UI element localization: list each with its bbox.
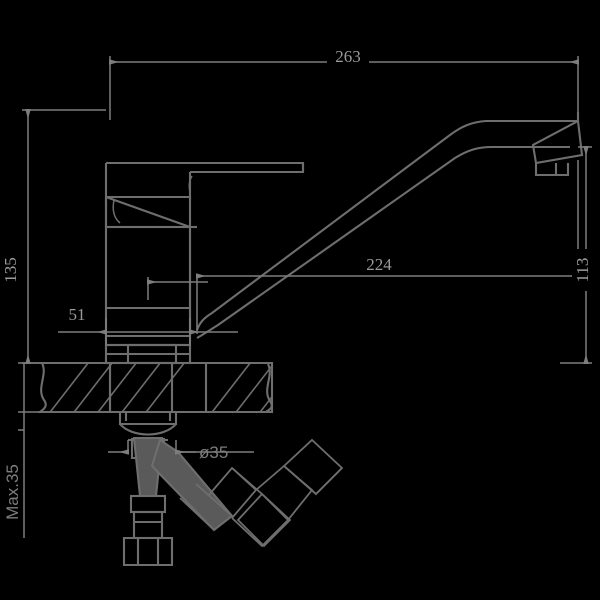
lever-handle (106, 161, 305, 227)
supply-hose-right (150, 438, 344, 548)
mounting-stud (122, 343, 178, 567)
overall-height-text: 135 (1, 257, 20, 283)
body-center-reference (147, 277, 208, 300)
overall-height-dimension (22, 109, 106, 364)
mounting-hole-label: ø35 (199, 443, 228, 462)
base-escutcheon (104, 343, 192, 436)
body-width-dimension (58, 318, 238, 345)
max-thickness-label: Max.35 (3, 464, 22, 520)
aerator-outlet (531, 112, 584, 177)
max-counter-thickness-dimension (18, 362, 38, 538)
overall-length-label: 263 (327, 46, 369, 66)
mounting-hole-diameter-dimension (108, 440, 254, 455)
spout-height-label: 113 (572, 249, 592, 291)
spout-height-text: 113 (573, 258, 592, 283)
body-width-label: 51 (62, 304, 92, 324)
countertop-section (38, 361, 274, 414)
overall-height-label: 135 (0, 249, 20, 291)
overall-length-text: 263 (335, 47, 361, 66)
body-width-text: 51 (69, 305, 86, 324)
mounting-hole-text: ø35 (199, 443, 228, 462)
spout-reach-text: 224 (366, 255, 392, 274)
max-thickness-text: Max.35 (3, 464, 22, 520)
spout-reach-dimension (196, 160, 579, 334)
handle-cap (104, 161, 191, 228)
swivel-spout (196, 119, 578, 339)
spout-reach-label: 224 (358, 254, 400, 274)
